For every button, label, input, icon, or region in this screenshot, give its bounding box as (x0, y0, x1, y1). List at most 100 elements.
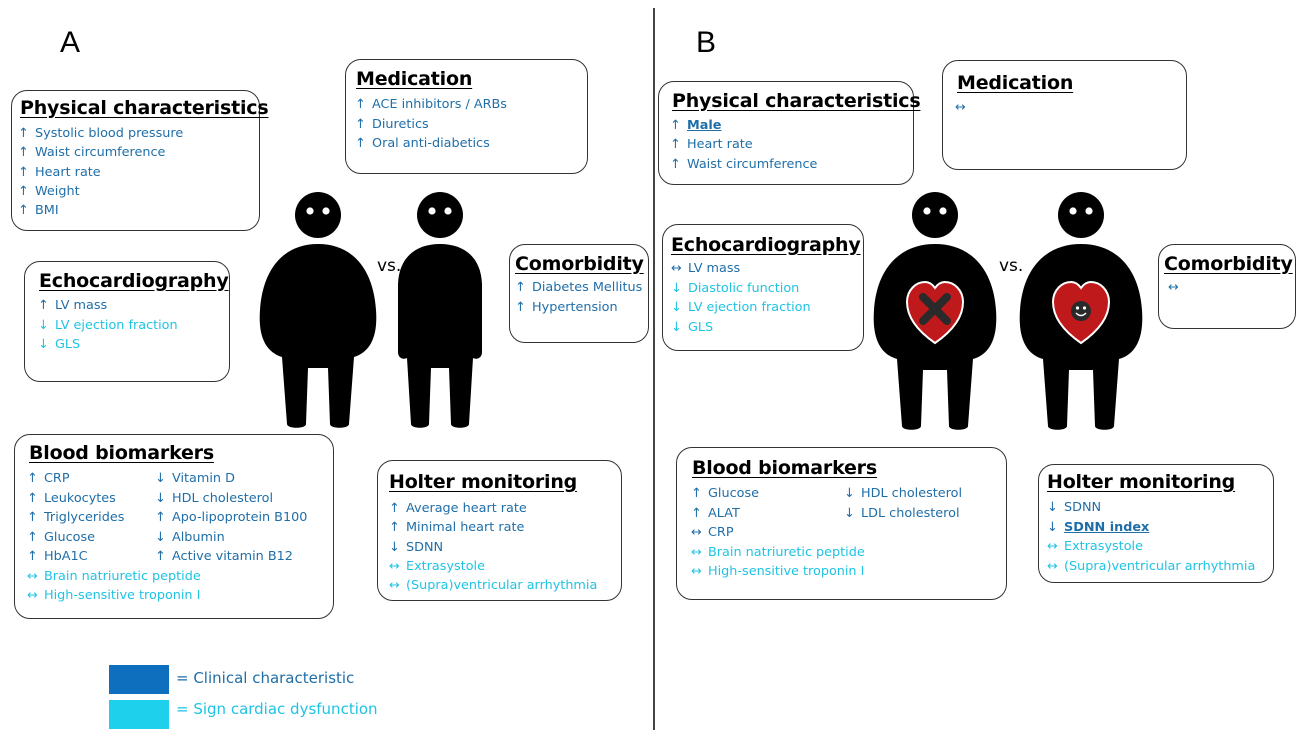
trend-arrow-icon: ↔ (691, 525, 702, 540)
b-medication-box: Medication ↔ (942, 60, 1187, 170)
finding-item: ↓LV ejection fraction (671, 300, 811, 316)
finding-item: ↓LDL cholesterol (844, 506, 960, 522)
finding-label: SDNN (406, 539, 444, 555)
trend-arrow-icon: ↑ (18, 164, 29, 180)
trend-arrow-icon: ↓ (155, 529, 166, 545)
finding-item: ↑Glucose (691, 486, 759, 502)
finding-label: Weight (35, 183, 80, 199)
a-holter-box: Holter monitoring ↑Average heart rate↑Mi… (377, 460, 622, 601)
finding-label: Diabetes Mellitus (532, 280, 643, 295)
legend-clinical-swatch (109, 665, 169, 694)
panel-a-label: A (60, 26, 81, 59)
finding-item: ↑Diuretics (355, 117, 429, 133)
finding-label: Male (687, 118, 722, 133)
trend-arrow-icon: ↑ (27, 549, 38, 564)
trend-arrow-icon: ↑ (18, 183, 29, 199)
finding-item: ↔ Extrasystole (1047, 539, 1143, 555)
a-comorbidity-box: Comorbidity ↑Diabetes Mellitus↑Hypertens… (509, 244, 649, 343)
finding-item: ↔ (Supra)ventricular arrhythmia (389, 578, 597, 594)
finding-label: SDNN (1064, 500, 1102, 515)
trend-arrow-icon: ↔ (955, 100, 966, 115)
finding-label: SDNN index (1064, 519, 1150, 535)
finding-item: ↑Active vitamin B12 (155, 549, 293, 565)
trend-arrow-icon: ↑ (355, 116, 366, 132)
finding-label: HbA1C (44, 549, 88, 564)
trend-arrow-icon: ↔ (671, 261, 682, 276)
trend-arrow-icon: ↑ (355, 97, 366, 112)
trend-arrow-icon: ↑ (691, 505, 702, 521)
a-echo-box: Echocardiography ↑LV mass↓LV ejection fr… (24, 261, 230, 382)
trend-arrow-icon: ↑ (38, 298, 49, 313)
trend-arrow-icon: ↑ (389, 520, 400, 536)
b-echo-box: Echocardiography ↔LV mass↓Diastolic func… (662, 224, 864, 351)
a-vs-label: vs. (377, 256, 402, 276)
trend-arrow-icon: ↑ (18, 203, 29, 219)
finding-item: ↓HDL cholesterol (844, 486, 962, 502)
finding-item: ↑ HbA1C (27, 549, 88, 565)
finding-label: Heart rate (687, 137, 753, 153)
a-physical-box: Physical characteristics ↑Systolic blood… (11, 90, 269, 231)
finding-label: Vitamin D (172, 471, 235, 486)
finding-item: ↑ALAT (691, 506, 740, 522)
trend-arrow-icon: ↑ (27, 529, 38, 545)
finding-item: ↑ Male (670, 118, 721, 134)
a-medication-box: Medication ↑ACE inhibitors / ARBs↑Diuret… (345, 59, 588, 174)
trend-arrow-icon: ↔ (389, 558, 400, 574)
finding-label: Average heart rate (406, 501, 527, 516)
finding-label: Oral anti-diabetics (372, 136, 490, 151)
trend-arrow-icon: ↔ (389, 578, 400, 594)
finding-label: Diastolic function (688, 280, 800, 296)
finding-item: ↓SDNN (389, 540, 443, 556)
finding-label: Systolic blood pressure (35, 126, 184, 141)
finding-label: LV ejection fraction (688, 300, 811, 315)
a-holter-title: Holter monitoring (389, 471, 578, 493)
a-blood-title: Blood biomarkers (29, 442, 214, 464)
trend-arrow-icon: ↓ (155, 471, 166, 486)
trend-arrow-icon: ↑ (155, 510, 166, 525)
trend-arrow-icon: ↑ (389, 501, 400, 516)
finding-label: CRP (44, 471, 70, 486)
finding-label: GLS (688, 319, 714, 335)
trend-arrow-icon: ↑ (515, 280, 526, 295)
finding-item: ↑ Oral anti-diabetics (355, 136, 490, 152)
finding-item: ↓SDNN (1047, 500, 1101, 516)
finding-label: BMI (35, 203, 59, 219)
finding-item: ↔ (955, 100, 972, 116)
finding-label: Extrasystole (1064, 539, 1143, 554)
trend-arrow-icon: ↔ (691, 564, 702, 579)
finding-item: ↑Triglycerides (27, 510, 124, 526)
trend-arrow-icon: ↑ (670, 118, 681, 133)
finding-item: ↓SDNN index (1047, 520, 1149, 536)
trend-arrow-icon: ↓ (844, 505, 855, 521)
finding-item: ↑CRP (27, 471, 70, 487)
trend-arrow-icon: ↔ (1168, 280, 1179, 295)
finding-label: Brain natriuretic peptide (44, 568, 201, 584)
trend-arrow-icon: ↑ (355, 136, 366, 151)
finding-item: ↔(Supra)ventricular arrhythmia (1047, 559, 1255, 575)
finding-item: ↑ Weight (18, 184, 80, 200)
trend-arrow-icon: ↑ (691, 486, 702, 501)
finding-item: ↓GLS (671, 320, 713, 336)
finding-label: (Supra)ventricular arrhythmia (1064, 558, 1256, 574)
finding-label: Waist circumference (687, 156, 818, 172)
trend-arrow-icon: ↔ (27, 568, 38, 584)
b-physical-title: Physical characteristics (672, 90, 921, 112)
finding-label: High-sensitive troponin I (44, 588, 201, 603)
finding-item: ↔ Brain natriuretic peptide (27, 569, 201, 585)
finding-item: ↑ Average heart rate (389, 501, 527, 517)
trend-arrow-icon: ↔ (1047, 539, 1058, 554)
finding-item: ↓ Vitamin D (155, 471, 235, 487)
finding-item: ↓Albumin (155, 530, 225, 546)
finding-label: (Supra)ventricular arrhythmia (406, 578, 598, 594)
legend-sign-swatch (109, 700, 169, 729)
trend-arrow-icon: ↔ (691, 544, 702, 560)
finding-label: Leukocytes (44, 490, 116, 506)
finding-label: LV ejection fraction (55, 317, 178, 333)
finding-label: HDL cholesterol (861, 486, 963, 501)
finding-label: Active vitamin B12 (172, 549, 293, 564)
a-lean-person-icon (398, 192, 482, 428)
trend-arrow-icon: ↑ (27, 490, 38, 506)
finding-item: ↑Systolic blood pressure (18, 126, 183, 142)
finding-label: Triglycerides (44, 510, 125, 525)
trend-arrow-icon: ↔ (27, 588, 38, 603)
